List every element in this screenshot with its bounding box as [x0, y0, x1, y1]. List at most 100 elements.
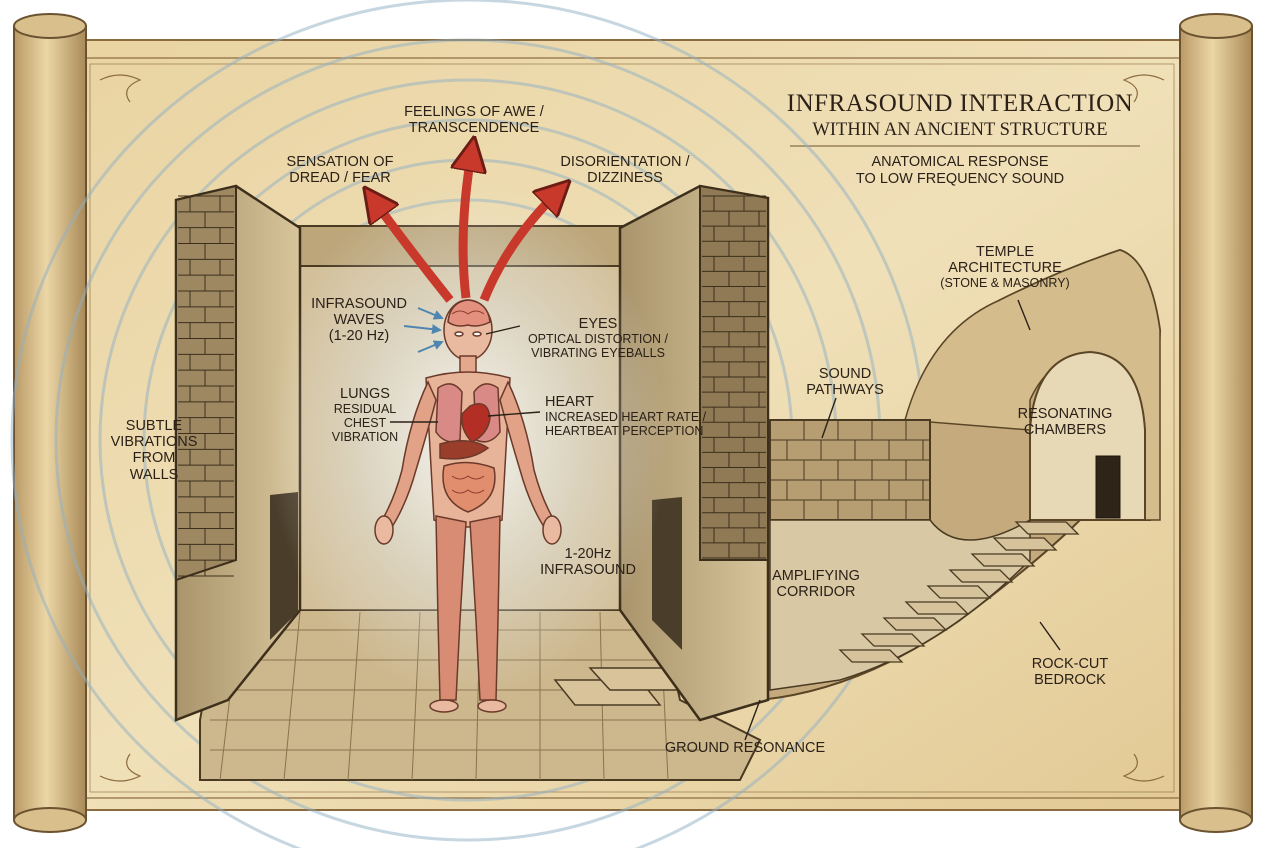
- left-roll-top: [13, 13, 87, 39]
- diagram-subtitle: ANATOMICAL RESPONSE TO LOW FREQUENCY SOU…: [800, 154, 1120, 189]
- right-doorway: [652, 497, 682, 650]
- left-lung: [435, 383, 463, 443]
- label-lungs: LUNGS RESIDUAL CHEST VIBRATION: [330, 386, 400, 444]
- label-bedrock-line-2: BEDROCK: [1034, 672, 1106, 689]
- label-chambers-line-2: CHAMBERS: [1023, 422, 1107, 439]
- pathway-wall-bricks: [769, 419, 930, 520]
- stair-step: [882, 617, 948, 631]
- left-leg: [435, 515, 467, 701]
- leader-pathways: [821, 397, 837, 439]
- wave-arrow-1: [417, 307, 444, 320]
- right-foot: [477, 699, 507, 713]
- left-roll-bottom: [13, 807, 87, 833]
- label-corridor-line-1: AMPLIFYING: [772, 568, 860, 584]
- stair-step: [948, 569, 1014, 583]
- parchment-border-inner: [89, 63, 1175, 793]
- stair-step: [992, 537, 1058, 551]
- subtitle-line-1: ANATOMICAL RESPONSE: [871, 154, 1049, 170]
- label-temple-line-3: (STONE & MASONRY): [940, 276, 1070, 291]
- eye-left: [454, 331, 464, 337]
- label-walls-line-4: WALLS: [129, 466, 179, 483]
- label-walls-line-2: VIBRATIONS: [110, 434, 198, 451]
- label-pathways-line-2: PATHWAYS: [806, 382, 884, 399]
- label-wall-vibrations: SUBTLE VIBRATIONS FROM WALLS: [104, 418, 204, 483]
- label-eyes-desc-line-2: VIBRATING EYEBALLS: [531, 346, 665, 361]
- corner-flourish-tl: [99, 74, 142, 103]
- human-figure: [374, 299, 562, 713]
- label-dread: SENSATION OF DREAD / FEAR: [270, 154, 410, 186]
- leader-ground: [744, 699, 761, 741]
- label-lungs-desc-line-2: CHEST: [343, 416, 387, 431]
- liver: [439, 440, 490, 460]
- intestines: [442, 461, 496, 513]
- label-infrasound-frequency: 1-20Hz INFRASOUND: [538, 546, 638, 578]
- stone-staircase: [838, 521, 1080, 663]
- label-disorientation-line-1: DISORIENTATION /: [560, 154, 690, 170]
- leader-heart: [487, 411, 541, 417]
- diagram-title: INFRASOUND INTERACTION WITHIN AN ANCIENT…: [760, 90, 1160, 141]
- label-disorientation: DISORIENTATION / DIZZINESS: [540, 154, 710, 186]
- arrow-awe: [463, 150, 472, 299]
- label-eyes-title: EYES: [578, 316, 618, 332]
- title-line-2: WITHIN AN ANCIENT STRUCTURE: [812, 120, 1108, 140]
- label-corridor-line-2: CORRIDOR: [776, 584, 856, 601]
- label-rock-cut-bedrock: ROCK-CUT BEDROCK: [1020, 656, 1120, 688]
- floor-seam: [283, 611, 301, 781]
- label-bedrock-line-1: ROCK-CUT: [1031, 656, 1109, 672]
- stair-step: [838, 649, 904, 663]
- label-walls-line-1: SUBTLE: [125, 418, 183, 434]
- label-infrasound-waves-line-2: WAVES: [333, 312, 385, 329]
- intestine-coils: [451, 475, 485, 494]
- leader-temple: [1017, 299, 1031, 331]
- label-resonating-chambers: RESONATING CHAMBERS: [1010, 406, 1120, 438]
- brain-icon-detail: [451, 310, 485, 315]
- label-infrasound-frequency-line-2: INFRASOUND: [540, 562, 636, 579]
- label-heart-desc-line-2: HEARTBEAT PERCEPTION: [545, 424, 704, 439]
- label-dread-line-1: SENSATION OF: [286, 154, 394, 170]
- subtitle-line-2: TO LOW FREQUENCY SOUND: [855, 171, 1065, 188]
- label-amplifying-corridor: AMPLIFYING CORRIDOR: [756, 568, 876, 600]
- label-temple-line-1: TEMPLE: [975, 244, 1034, 260]
- right-hand: [542, 515, 562, 545]
- left-hand: [374, 515, 394, 545]
- left-scroll-roll: [13, 14, 87, 832]
- right-pillar-face: [699, 184, 769, 561]
- stair-step: [1014, 521, 1080, 535]
- chamber-doorway: [1095, 455, 1121, 519]
- leader-lines: [390, 299, 1061, 741]
- label-disorientation-line-2: DIZZINESS: [587, 170, 663, 187]
- label-infrasound-waves-line-1: INFRASOUND: [311, 296, 407, 312]
- leader-bedrock: [1039, 621, 1061, 651]
- label-infrasound-waves-line-3: (1-20 Hz): [328, 328, 390, 345]
- label-ground-resonance: GROUND RESONANCE: [664, 740, 826, 756]
- label-heart-title: HEART: [545, 394, 594, 410]
- label-dread-line-2: DREAD / FEAR: [289, 170, 391, 187]
- left-foot: [429, 699, 459, 713]
- label-eyes-desc-line-1: OPTICAL DISTORTION /: [527, 332, 669, 347]
- wave-arrow-2: [403, 324, 442, 335]
- label-awe-line-1: FEELINGS OF AWE /: [404, 104, 544, 120]
- label-temple-line-2: ARCHITECTURE: [948, 260, 1062, 277]
- label-walls-line-3: FROM: [132, 450, 176, 467]
- amplifying-corridor: [769, 518, 1031, 691]
- label-chambers-line-1: RESONATING: [1017, 406, 1113, 422]
- label-lungs-title: LUNGS: [340, 386, 390, 402]
- label-infrasound-frequency-line-1: 1-20Hz: [564, 546, 612, 562]
- left-pillar-face: [175, 184, 237, 582]
- title-line-1: INFRASOUND INTERACTION: [786, 90, 1134, 117]
- stair-step: [970, 553, 1036, 567]
- label-pathways-line-1: SOUND: [818, 366, 872, 382]
- right-wall-bricks: [702, 195, 766, 559]
- label-infrasound-waves: INFRASOUND WAVES (1-20 Hz): [304, 296, 414, 345]
- corner-flourish-br: [1122, 753, 1165, 782]
- eye-right: [472, 331, 482, 337]
- leader-eyes: [485, 325, 521, 335]
- left-wall-bricks: [178, 195, 234, 577]
- heart-organ: [460, 403, 491, 443]
- sound-pathway-wall: [769, 419, 931, 521]
- right-roll-top: [1179, 13, 1253, 39]
- label-heart: HEART INCREASED HEART RATE / HEARTBEAT P…: [545, 394, 725, 438]
- arrow-dread: [372, 198, 454, 303]
